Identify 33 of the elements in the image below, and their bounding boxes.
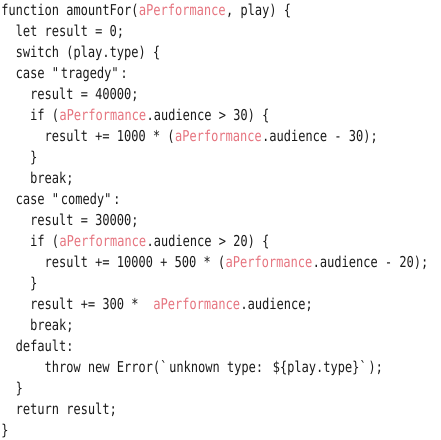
parameter-name: aPerformance bbox=[60, 234, 146, 246]
code-text: let result = 0; bbox=[16, 24, 122, 38]
code-text: throw new Error(`unknown type: ${play.type}`); bbox=[45, 360, 380, 376]
code-text: default: bbox=[16, 340, 71, 352]
parameter-name: aPerformance bbox=[60, 108, 146, 120]
parameter-name: aPerformance bbox=[140, 4, 225, 16]
code-text: case "tragedy": bbox=[16, 66, 125, 82]
code-text: } bbox=[16, 382, 22, 396]
code-text: if ( bbox=[31, 234, 57, 248]
code-text: } bbox=[31, 276, 36, 290]
code-text: case "comedy": bbox=[16, 192, 118, 208]
code-text: } bbox=[2, 424, 8, 438]
parameter-name: aPerformance bbox=[226, 256, 312, 268]
code-text: result += 10000 + 500 * ( bbox=[46, 256, 224, 269]
code-text: return result; bbox=[18, 402, 114, 416]
code-text: result = 40000; bbox=[32, 88, 136, 102]
code-text: .audience; bbox=[243, 298, 310, 312]
code-text: break; bbox=[31, 318, 71, 332]
code-text: .audience > 20) { bbox=[149, 234, 268, 248]
code-text: result = 30000; bbox=[32, 214, 136, 228]
code-text: if ( bbox=[31, 108, 57, 122]
code-text: } bbox=[31, 150, 36, 164]
code-text: .audience > 30) { bbox=[149, 108, 268, 122]
parameter-name: aPerformance bbox=[154, 298, 240, 310]
code-text: break; bbox=[31, 172, 71, 186]
code-text: .audience - 20); bbox=[316, 256, 426, 270]
code-text: function amountFor( bbox=[2, 4, 136, 17]
code-text: , play) { bbox=[228, 4, 290, 18]
code-text: switch (play.type) { bbox=[16, 46, 159, 60]
code-text: result += 1000 * ( bbox=[46, 130, 173, 143]
code-text: .audience - 30); bbox=[264, 130, 375, 144]
code-text: result += 300 * bbox=[32, 298, 138, 310]
parameter-name: aPerformance bbox=[176, 130, 261, 142]
